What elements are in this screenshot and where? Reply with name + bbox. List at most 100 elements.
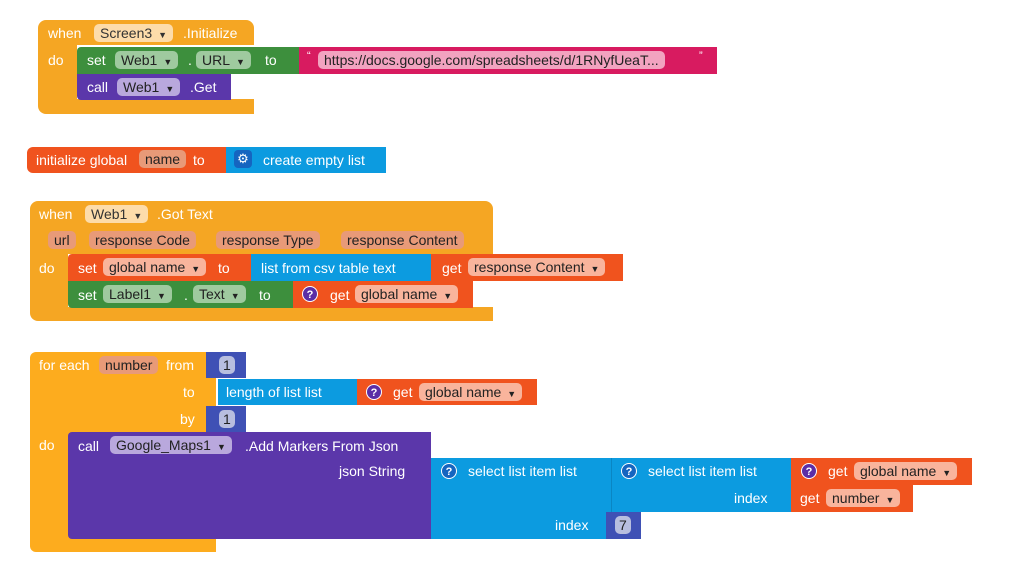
get-label: get <box>330 287 350 303</box>
gear-icon[interactable]: ⚙ <box>234 150 252 168</box>
dropdown-value: Web1 <box>91 206 128 222</box>
dropdown-value: response Content <box>474 259 585 275</box>
get-label: get <box>393 384 413 400</box>
loop-variable-field[interactable]: number <box>99 356 159 374</box>
variable-dropdown[interactable]: global name ▼ <box>419 383 523 401</box>
set-label: set <box>87 52 106 68</box>
set-label: set <box>78 287 97 303</box>
number-field[interactable]: 1 <box>219 356 235 374</box>
dropdown-arrow-icon: ▼ <box>590 264 600 274</box>
from-label: from <box>166 357 194 373</box>
dropdown-value: number <box>832 490 880 506</box>
component-dropdown[interactable]: Web1 ▼ <box>115 51 179 69</box>
param-url[interactable]: url <box>48 231 76 249</box>
when-label: when <box>48 25 82 41</box>
dropdown-value: global name <box>361 286 438 302</box>
event-name: .Got Text <box>157 206 213 222</box>
help-icon[interactable]: ? <box>366 384 382 400</box>
number-field[interactable]: 7 <box>615 516 631 534</box>
index-label: index <box>555 517 589 533</box>
method-name: .Add Markers From Json <box>245 438 399 454</box>
to-label: to <box>218 260 230 276</box>
dropdown-arrow-icon: ▼ <box>942 468 952 478</box>
set-web-url-block[interactable] <box>77 47 299 74</box>
dropdown-arrow-icon: ▼ <box>133 211 143 221</box>
url-text-field[interactable]: https://docs.google.com/spreadsheets/d/1… <box>318 51 665 69</box>
length-label: length of list list <box>226 384 322 400</box>
dropdown-arrow-icon: ▼ <box>507 389 517 399</box>
component-dropdown[interactable]: Label1 ▼ <box>103 285 172 303</box>
help-icon[interactable]: ? <box>801 463 817 479</box>
variable-dropdown[interactable]: number ▼ <box>826 489 901 507</box>
call-label: call <box>87 79 109 95</box>
do-label: do <box>39 260 55 276</box>
get-label: get <box>828 463 848 479</box>
dropdown-value: Label1 <box>109 286 152 302</box>
param-response-code[interactable]: response Code <box>89 231 196 249</box>
create-empty-list-block[interactable] <box>226 147 386 173</box>
dot-label: . <box>184 287 188 303</box>
select-list-item-outer-block[interactable] <box>431 458 611 539</box>
for-each-label: for each <box>39 357 90 373</box>
dropdown-value: global name <box>109 259 186 275</box>
dropdown-value: Screen3 <box>100 25 153 41</box>
select-label: select list item list <box>468 463 577 479</box>
json-string-label: json String <box>339 463 406 479</box>
do-label: do <box>39 437 55 453</box>
dropdown-arrow-icon: ▼ <box>191 264 201 274</box>
component-dropdown[interactable]: Screen3 ▼ <box>94 24 174 42</box>
do-label: do <box>48 52 64 68</box>
call-label: call <box>78 438 100 454</box>
dropdown-value: Text <box>199 286 225 302</box>
dropdown-arrow-icon: ▼ <box>163 57 173 67</box>
param-response-content[interactable]: response Content <box>341 231 464 249</box>
dropdown-arrow-icon: ▼ <box>216 442 226 452</box>
dropdown-value: URL <box>202 52 231 68</box>
initialize-global-block[interactable] <box>27 147 226 173</box>
component-dropdown[interactable]: Web1 ▼ <box>85 205 149 223</box>
component-dropdown[interactable]: Web1▼ <box>117 78 181 96</box>
dropdown-value: global name <box>860 463 937 479</box>
set-label: set <box>78 260 97 276</box>
select-list-item-inner-block[interactable] <box>611 458 791 512</box>
dropdown-arrow-icon: ▼ <box>443 291 453 301</box>
dropdown-arrow-icon: ▼ <box>158 30 168 40</box>
dropdown-arrow-icon: ▼ <box>885 495 895 505</box>
help-icon[interactable]: ? <box>302 286 318 302</box>
property-dropdown[interactable]: Text ▼ <box>193 285 246 303</box>
index-label: index <box>734 490 768 506</box>
when-label: when <box>39 206 73 222</box>
by-label: by <box>180 411 195 427</box>
variable-dropdown[interactable]: response Content ▼ <box>468 258 606 276</box>
method-name: .Get <box>190 79 217 95</box>
to-label: to <box>259 287 271 303</box>
initialize-label: initialize global <box>36 152 128 168</box>
dropdown-arrow-icon: ▼ <box>157 291 166 301</box>
get-label: get <box>800 490 820 506</box>
dropdown-value: Web1 <box>123 79 160 95</box>
dropdown-value: Web1 <box>121 52 158 68</box>
event-name: .Initialize <box>183 25 238 41</box>
param-response-type[interactable]: response Type <box>216 231 320 249</box>
component-dropdown[interactable]: Google_Maps1 ▼ <box>110 436 232 454</box>
dropdown-arrow-icon: ▼ <box>230 291 240 301</box>
to-label: to <box>193 152 205 168</box>
create-empty-list-label: create empty list <box>263 152 365 168</box>
length-of-list-block[interactable] <box>218 379 357 405</box>
dropdown-value: global name <box>425 384 502 400</box>
help-icon[interactable]: ? <box>621 463 637 479</box>
list-from-csv-table-block[interactable] <box>251 254 431 281</box>
to-label: to <box>183 384 195 400</box>
help-icon[interactable]: ? <box>441 463 457 479</box>
variable-dropdown[interactable]: global name ▼ <box>355 285 459 303</box>
get-label: get <box>442 260 462 276</box>
dot-label: . <box>188 52 192 68</box>
number-field[interactable]: 1 <box>219 410 235 428</box>
dropdown-arrow-icon: ▼ <box>236 57 245 67</box>
dropdown-value: Google_Maps1 <box>116 437 211 453</box>
select-label: select list item list <box>648 463 757 479</box>
variable-dropdown[interactable]: global name ▼ <box>854 462 958 480</box>
variable-name-field[interactable]: name <box>139 150 187 168</box>
property-dropdown[interactable]: URL ▼ <box>196 51 251 69</box>
variable-dropdown[interactable]: global name ▼ <box>103 258 207 276</box>
